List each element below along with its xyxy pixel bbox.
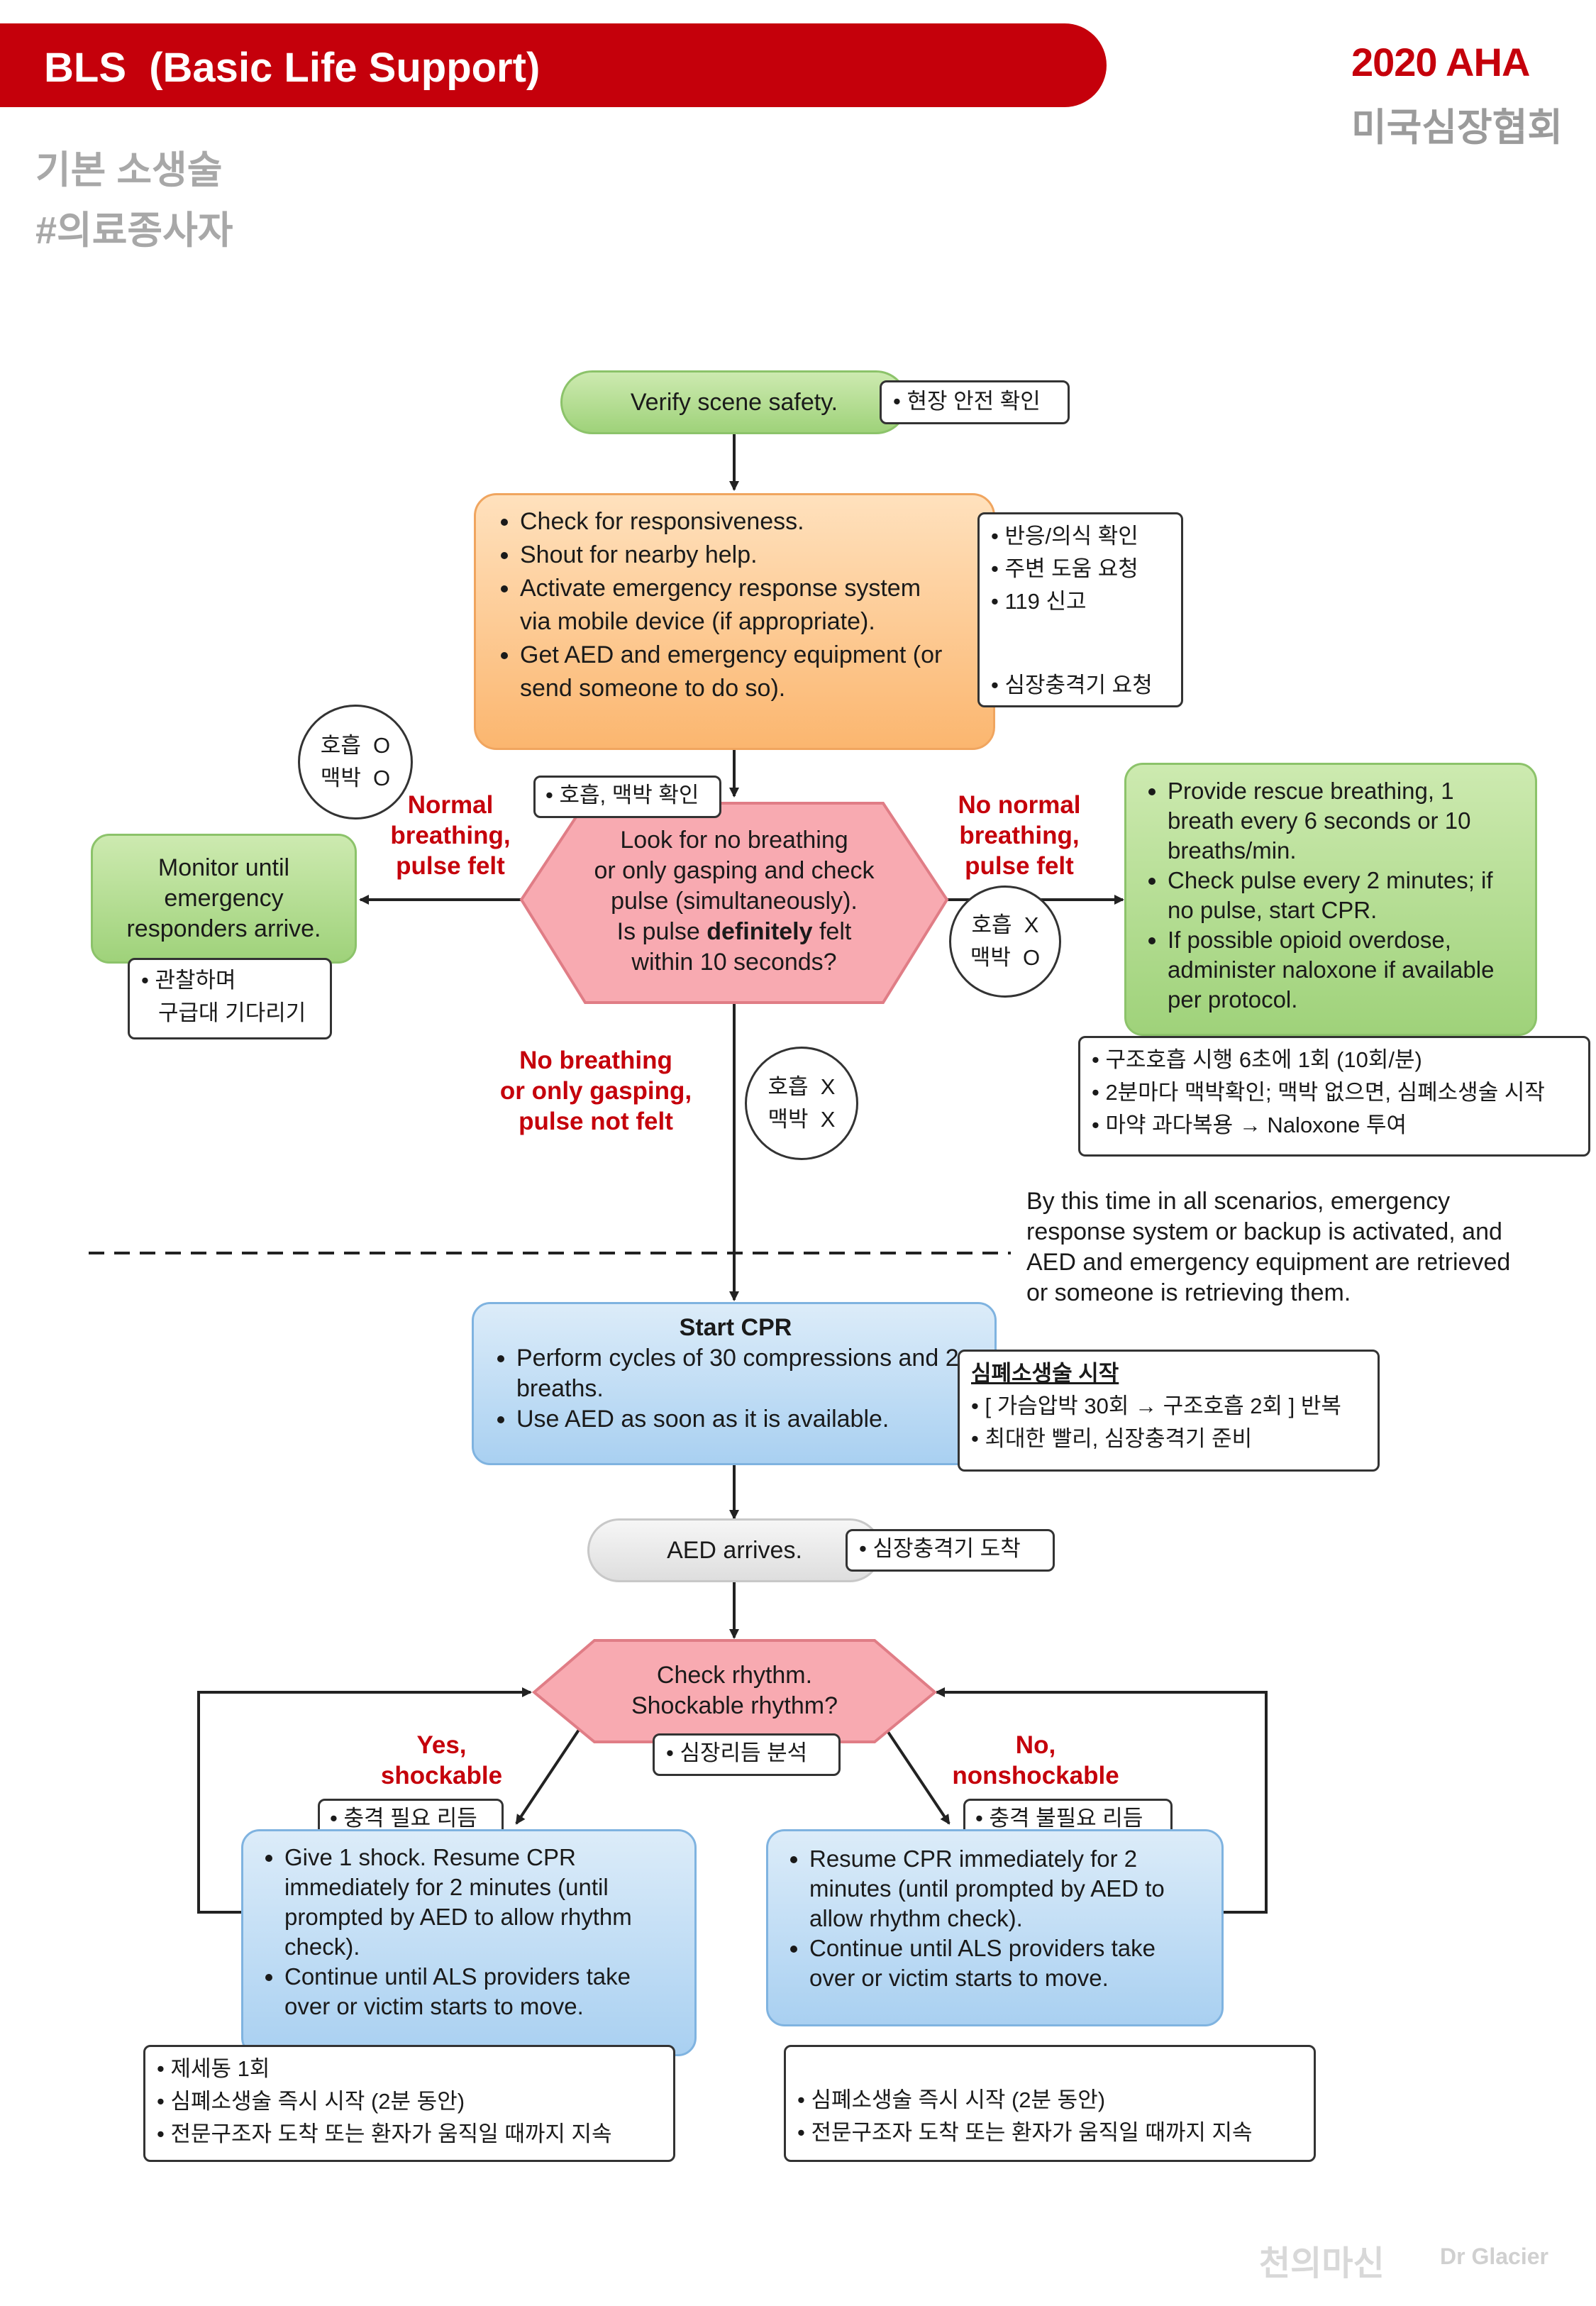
note-text: 충격 필요 리듬	[330, 1802, 492, 1835]
loop-nonshock-to-rhythm	[935, 1687, 1268, 1914]
cpr-title: Start CPR	[679, 1314, 792, 1341]
list-item: Continue until ALS providers take over o…	[284, 1962, 680, 2021]
watermark-english: Dr Glacier	[1440, 2244, 1548, 2269]
note-text: 충격 불필요 리듬	[975, 1802, 1160, 1835]
assess-note: 호흡, 맥박 확인	[533, 776, 721, 818]
note-text: • 관찰하며	[141, 968, 236, 993]
label-no-normal-breathing: No normal breathing, pulse felt	[958, 791, 1081, 880]
note-text: 현장 안전 확인	[893, 385, 1056, 418]
responsiveness-note: 반응/의식 확인 주변 도움 요청 119 신고 심장충격기 요청	[977, 512, 1183, 707]
note-text: 구급대 기다리기	[158, 1000, 306, 1025]
aed-note: 심장충격기 도착	[846, 1529, 1055, 1572]
aha-year: 2020 AHA	[1351, 40, 1530, 84]
arrow-rhythm-to-nonshock	[884, 1726, 951, 1825]
rhythm-text: Check rhythm. Shockable rhythm?	[631, 1662, 838, 1719]
aha-organization: 미국심장협회	[1351, 106, 1563, 149]
aed-text: AED arrives.	[667, 1536, 802, 1564]
list-item: Check pulse every 2 minutes; if no pulse…	[1168, 866, 1521, 925]
list-item: Perform cycles of 30 compressions and 2 …	[516, 1343, 979, 1404]
list-item: Use AED as soon as it is available.	[516, 1404, 979, 1435]
note-text: 심장리듬 분석	[666, 1737, 827, 1770]
subtitle-korean: 기본 소생술	[35, 149, 223, 192]
label-no-breathing: No breathing or only gasping, pulse not …	[499, 1047, 692, 1135]
note-text: 주변 도움 요청	[991, 553, 1170, 585]
list-item: Activate emergency response system via m…	[520, 572, 979, 639]
label-normal-breathing: Normal breathing, pulse felt	[390, 791, 511, 880]
scene-safety-box: Verify scene safety.	[560, 370, 908, 434]
note-text: 구조호흡 시행 6초에 1회 (10회/분)	[1092, 1044, 1577, 1076]
subtitle-hashtag: #의료종사자	[35, 209, 233, 252]
list-item: Shout for nearby help.	[520, 539, 979, 572]
rescue-breathing-box: Provide rescue breathing, 1 breath every…	[1124, 763, 1537, 1036]
note-heading: 심폐소생술 시작	[971, 1361, 1119, 1386]
list-item: Get AED and emergency equipment (or send…	[520, 639, 979, 705]
assess-text: Look for no breathing or only gasping an…	[560, 825, 908, 978]
label-shockable: Yes, shockable	[380, 1731, 503, 1789]
note-text: 119 신고	[991, 585, 1170, 618]
list-item: If possible opioid overdose, administer …	[1168, 925, 1521, 1015]
aed-arrives-box: AED arrives.	[587, 1518, 882, 1582]
note-text: 심장충격기 요청	[991, 669, 1170, 702]
shockable-box: Give 1 shock. Resume CPR immediately for…	[241, 1829, 697, 2056]
list-item: Resume CPR immediately for 2 minutes (un…	[809, 1844, 1207, 1933]
note-text: 심폐소생술 즉시 시작 (2분 동안)	[797, 2084, 1302, 2117]
assess-line: within 10 seconds?	[631, 949, 837, 976]
assess-line: Look for no breathing	[620, 827, 848, 854]
note-text: 전문구조자 도착 또는 환자가 움직일 때까지 지속	[157, 2118, 662, 2151]
nonshockable-box: Resume CPR immediately for 2 minutes (un…	[766, 1829, 1224, 2026]
status-circle-left: 호흡 O 맥박 O	[298, 705, 413, 820]
rhythm-hexagon	[531, 1639, 938, 1743]
note-text: 제세동 1회	[157, 2053, 662, 2085]
monitor-note: • 관찰하며 구급대 기다리기	[128, 958, 332, 1039]
rescue-breathing-note: 구조호흡 시행 6초에 1회 (10회/분) 2분마다 맥박확인; 맥박 없으면…	[1078, 1036, 1590, 1157]
list-item: Provide rescue breathing, 1 breath every…	[1168, 776, 1521, 866]
status-circle-down: 호흡 X 맥박 X	[745, 1047, 858, 1160]
assess-line: Is pulse definitely felt	[616, 918, 852, 945]
note-text: 마약 과다복용 → Naloxone 투여	[1092, 1109, 1577, 1142]
note-text: 심장충격기 도착	[859, 1533, 1041, 1565]
list-item: Give 1 shock. Resume CPR immediately for…	[284, 1843, 680, 1962]
assess-line: or only gasping and check	[594, 857, 875, 884]
note-text: 반응/의식 확인	[991, 520, 1170, 553]
note-text: 전문구조자 도착 또는 환자가 움직일 때까지 지속	[797, 2117, 1302, 2149]
note-text: 심폐소생술 즉시 시작 (2분 동안)	[157, 2085, 662, 2118]
note-text: 2분마다 맥박확인; 맥박 없으면, 심폐소생술 시작	[1092, 1076, 1577, 1109]
shockable-note: 제세동 1회 심폐소생술 즉시 시작 (2분 동안) 전문구조자 도착 또는 환…	[143, 2045, 675, 2162]
note-text: 최대한 빨리, 심장충격기 준비	[971, 1423, 1366, 1455]
scene-safety-note: 현장 안전 확인	[880, 380, 1070, 424]
loop-shock-to-rhythm	[197, 1687, 532, 1914]
label-nonshockable: No, nonshockable	[952, 1731, 1119, 1789]
status-circle-right: 호흡 X 맥박 O	[949, 886, 1061, 998]
note-text: [ 가슴압박 30회 → 구조호흡 2회 ] 반복	[971, 1390, 1366, 1423]
note-text: 호흡, 맥박 확인	[545, 779, 709, 812]
list-item: Check for responsiveness.	[520, 505, 979, 539]
monitor-box: Monitor until emergency responders arriv…	[91, 834, 357, 964]
title-bar	[0, 23, 1107, 107]
start-cpr-box: Start CPR Perform cycles of 30 compressi…	[472, 1302, 997, 1465]
nonshockable-note: 심폐소생술 즉시 시작 (2분 동안) 전문구조자 도착 또는 환자가 움직일 …	[784, 2045, 1316, 2162]
list-item: Continue until ALS providers take over o…	[809, 1933, 1207, 1993]
arrow-rhythm-to-shock	[515, 1726, 582, 1825]
page-title: BLS (Basic Life Support)	[44, 45, 541, 91]
assess-line: pulse (simultaneously).	[611, 888, 858, 915]
scenario-info-text: By this time in all scenarios, emergency…	[1026, 1188, 1511, 1306]
responsiveness-box: Check for responsiveness. Shout for near…	[474, 493, 995, 750]
rhythm-note: 심장리듬 분석	[653, 1733, 841, 1776]
cpr-note: 심폐소생술 시작 [ 가슴압박 30회 → 구조호흡 2회 ] 반복 최대한 빨…	[958, 1350, 1380, 1472]
scene-safety-text: Verify scene safety.	[630, 388, 838, 416]
watermark-korean: 천의마신	[1259, 2244, 1385, 2283]
